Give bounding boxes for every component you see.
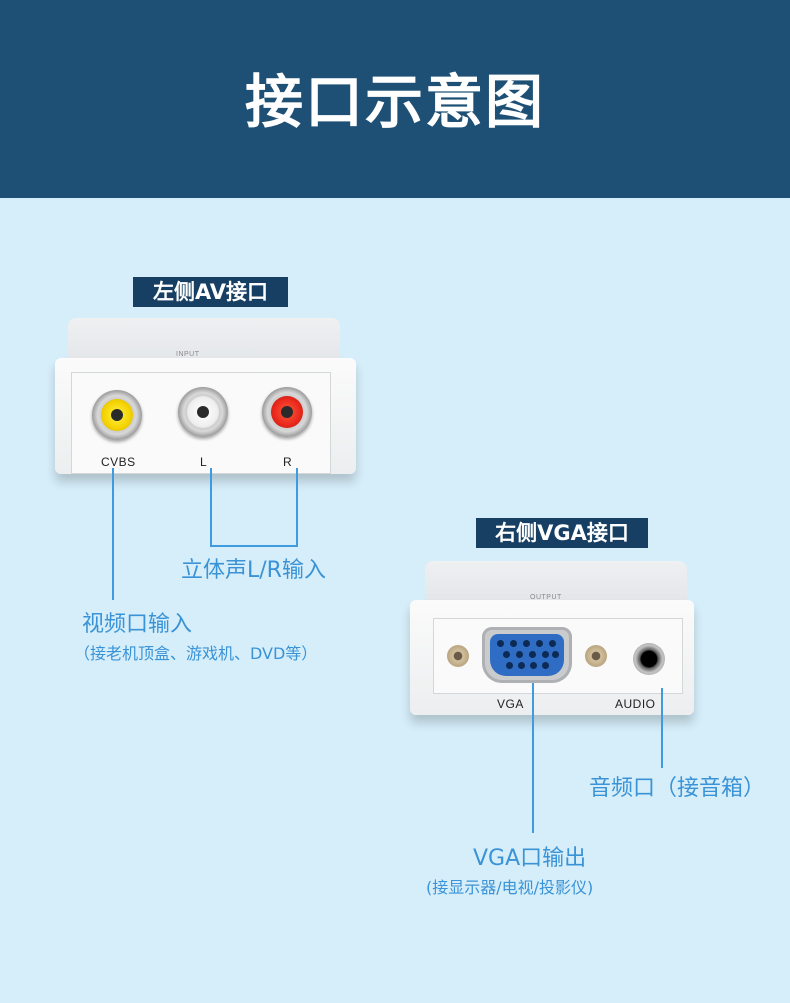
vga-output-callout: VGA口输出 (473, 846, 587, 871)
audio-label: AUDIO (615, 697, 656, 711)
video-in-leader-line (112, 468, 114, 600)
cvbs-label: CVBS (101, 455, 136, 469)
cvbs-jack (92, 390, 142, 440)
audio-leader-line (661, 688, 663, 768)
audio-right-jack (262, 387, 312, 437)
audio-output-callout: 音频口（接音箱） (589, 776, 766, 801)
vga-right-screw (585, 645, 607, 667)
video-input-note: （接老机顶盒、游戏机、DVD等） (74, 644, 318, 663)
video-input-callout: 视频口输入 (82, 612, 193, 637)
vga-leader-line (532, 683, 534, 833)
right-vga-tag: 右侧VGA接口 (476, 518, 648, 548)
vga-port (482, 627, 572, 683)
stereo-right-leader-line (296, 468, 298, 546)
header-banner: 接口示意图 (0, 0, 790, 198)
audio-left-jack (178, 387, 228, 437)
page-title: 接口示意图 (244, 68, 545, 136)
left-av-tag: 左侧AV接口 (133, 277, 288, 307)
left-input-label: INPUT (176, 351, 200, 358)
stereo-input-callout: 立体声L/R输入 (181, 558, 326, 583)
vga-label: VGA (497, 697, 524, 711)
vga-output-note: (接显示器/电视/投影仪) (426, 878, 594, 897)
stereo-left-leader-line (210, 468, 212, 546)
vga-left-screw (447, 645, 469, 667)
r-label: R (283, 455, 293, 469)
stereo-bracket-line (210, 545, 298, 547)
audio-jack (633, 643, 665, 675)
l-label: L (200, 455, 208, 469)
right-output-label: OUTPUT (530, 594, 562, 601)
